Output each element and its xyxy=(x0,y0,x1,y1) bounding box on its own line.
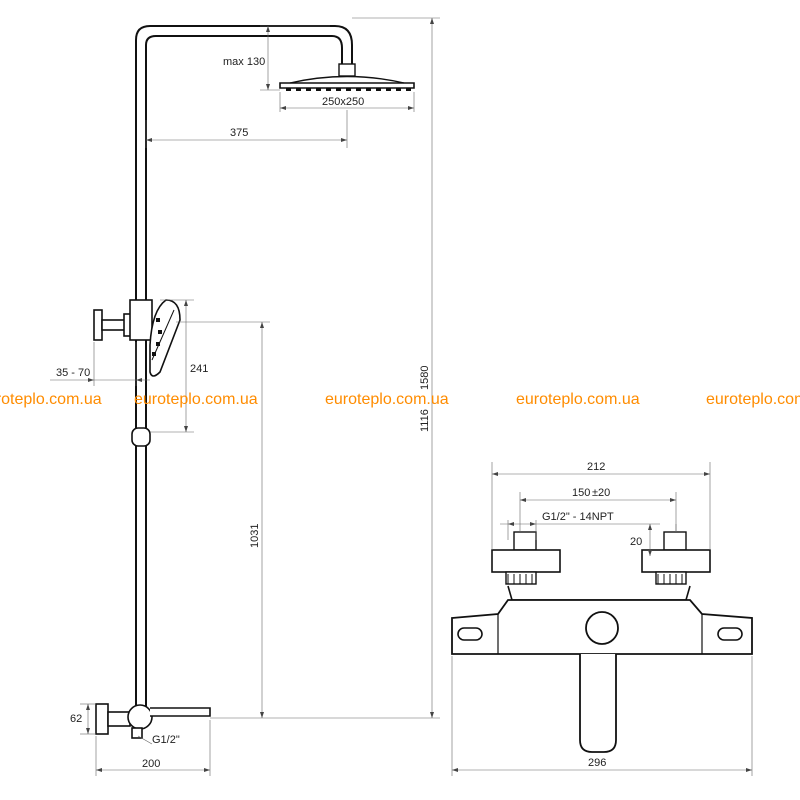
dim-arm-reach: 375 xyxy=(145,110,348,148)
dim-mixer-depth: 200 xyxy=(95,720,211,776)
dim-body-width: 296 xyxy=(451,656,753,776)
dim-slider-height-label: 1031 xyxy=(249,524,261,548)
dim-centers-tol-label: ±20 xyxy=(592,487,610,499)
mixer-body-top xyxy=(507,585,691,601)
spout xyxy=(579,654,617,753)
dim-total-height: 1580 1116 xyxy=(270,17,440,719)
watermark-text: euroteplo.com.ua xyxy=(325,391,449,408)
dim-head-size-label: 250x250 xyxy=(322,96,364,108)
vertical-pipe-inner xyxy=(145,35,343,722)
handle-right xyxy=(717,627,743,641)
dim-thread: G1/2" xyxy=(137,734,180,746)
watermark-text: euroteplo.com.ua xyxy=(0,391,102,408)
hand-shower xyxy=(149,299,181,377)
dim-eccentric-label: 20 xyxy=(630,536,642,548)
wall-bracket xyxy=(93,299,153,341)
slider xyxy=(131,427,151,447)
mixer-front-view: 212 150 ±20 G1/2" - 14NPT 20 xyxy=(451,461,753,776)
dim-wall-gap-label: 35 - 70 xyxy=(56,367,90,379)
dim-hand-shower-label: 241 xyxy=(190,363,208,375)
diverter xyxy=(585,611,619,645)
shower-head-nozzles xyxy=(286,88,411,91)
shower-column-side-view: max 130 250x250 375 35 - 70 xyxy=(50,17,440,776)
dim-mixer-height: 62 xyxy=(70,703,96,735)
dim-connection-label: G1/2" - 14NPT xyxy=(542,511,614,523)
mixer-side-view xyxy=(95,703,211,739)
vertical-pipe xyxy=(135,25,353,722)
dim-mixer-height-label: 62 xyxy=(70,713,82,725)
dim-arm-reach-label: 375 xyxy=(230,127,248,139)
watermark: euroteplo.com.ua euroteplo.com.ua eurote… xyxy=(0,391,800,408)
dim-connection: G1/2" - 14NPT xyxy=(500,511,660,540)
dim-centers-label: 150 xyxy=(572,487,590,499)
dim-centers: 150 ±20 xyxy=(519,487,677,532)
dim-total-width: 212 xyxy=(491,461,711,550)
dim-body-width-label: 296 xyxy=(588,757,606,769)
dim-total-width-label: 212 xyxy=(587,461,605,473)
dim-head-height: max 130 xyxy=(223,25,330,91)
dim-thread-label: G1/2" xyxy=(152,734,180,746)
dim-head-to-mixer-label: 1116 xyxy=(419,409,431,432)
handle-left xyxy=(457,627,483,641)
eccentric-right xyxy=(641,531,711,585)
eccentric-left xyxy=(491,531,561,585)
watermark-text: euroteplo.com.ua xyxy=(516,391,640,408)
shower-head-top xyxy=(289,75,405,84)
dim-head-height-label: max 130 xyxy=(223,56,265,68)
dim-wall-gap: 35 - 70 xyxy=(50,342,150,386)
dim-total-height-label: 1580 xyxy=(419,366,431,390)
dim-head-size: 250x250 xyxy=(279,92,415,112)
dim-eccentric: 20 xyxy=(630,524,677,556)
head-connector xyxy=(338,63,356,77)
dim-mixer-depth-label: 200 xyxy=(142,758,160,770)
watermark-text: euroteplo.com.ua xyxy=(706,391,800,408)
shower-head xyxy=(279,82,415,89)
watermark-text: euroteplo.com.ua xyxy=(134,391,258,408)
mixer-body-inner xyxy=(497,614,703,654)
dim-slider-height: 1031 xyxy=(176,321,270,719)
